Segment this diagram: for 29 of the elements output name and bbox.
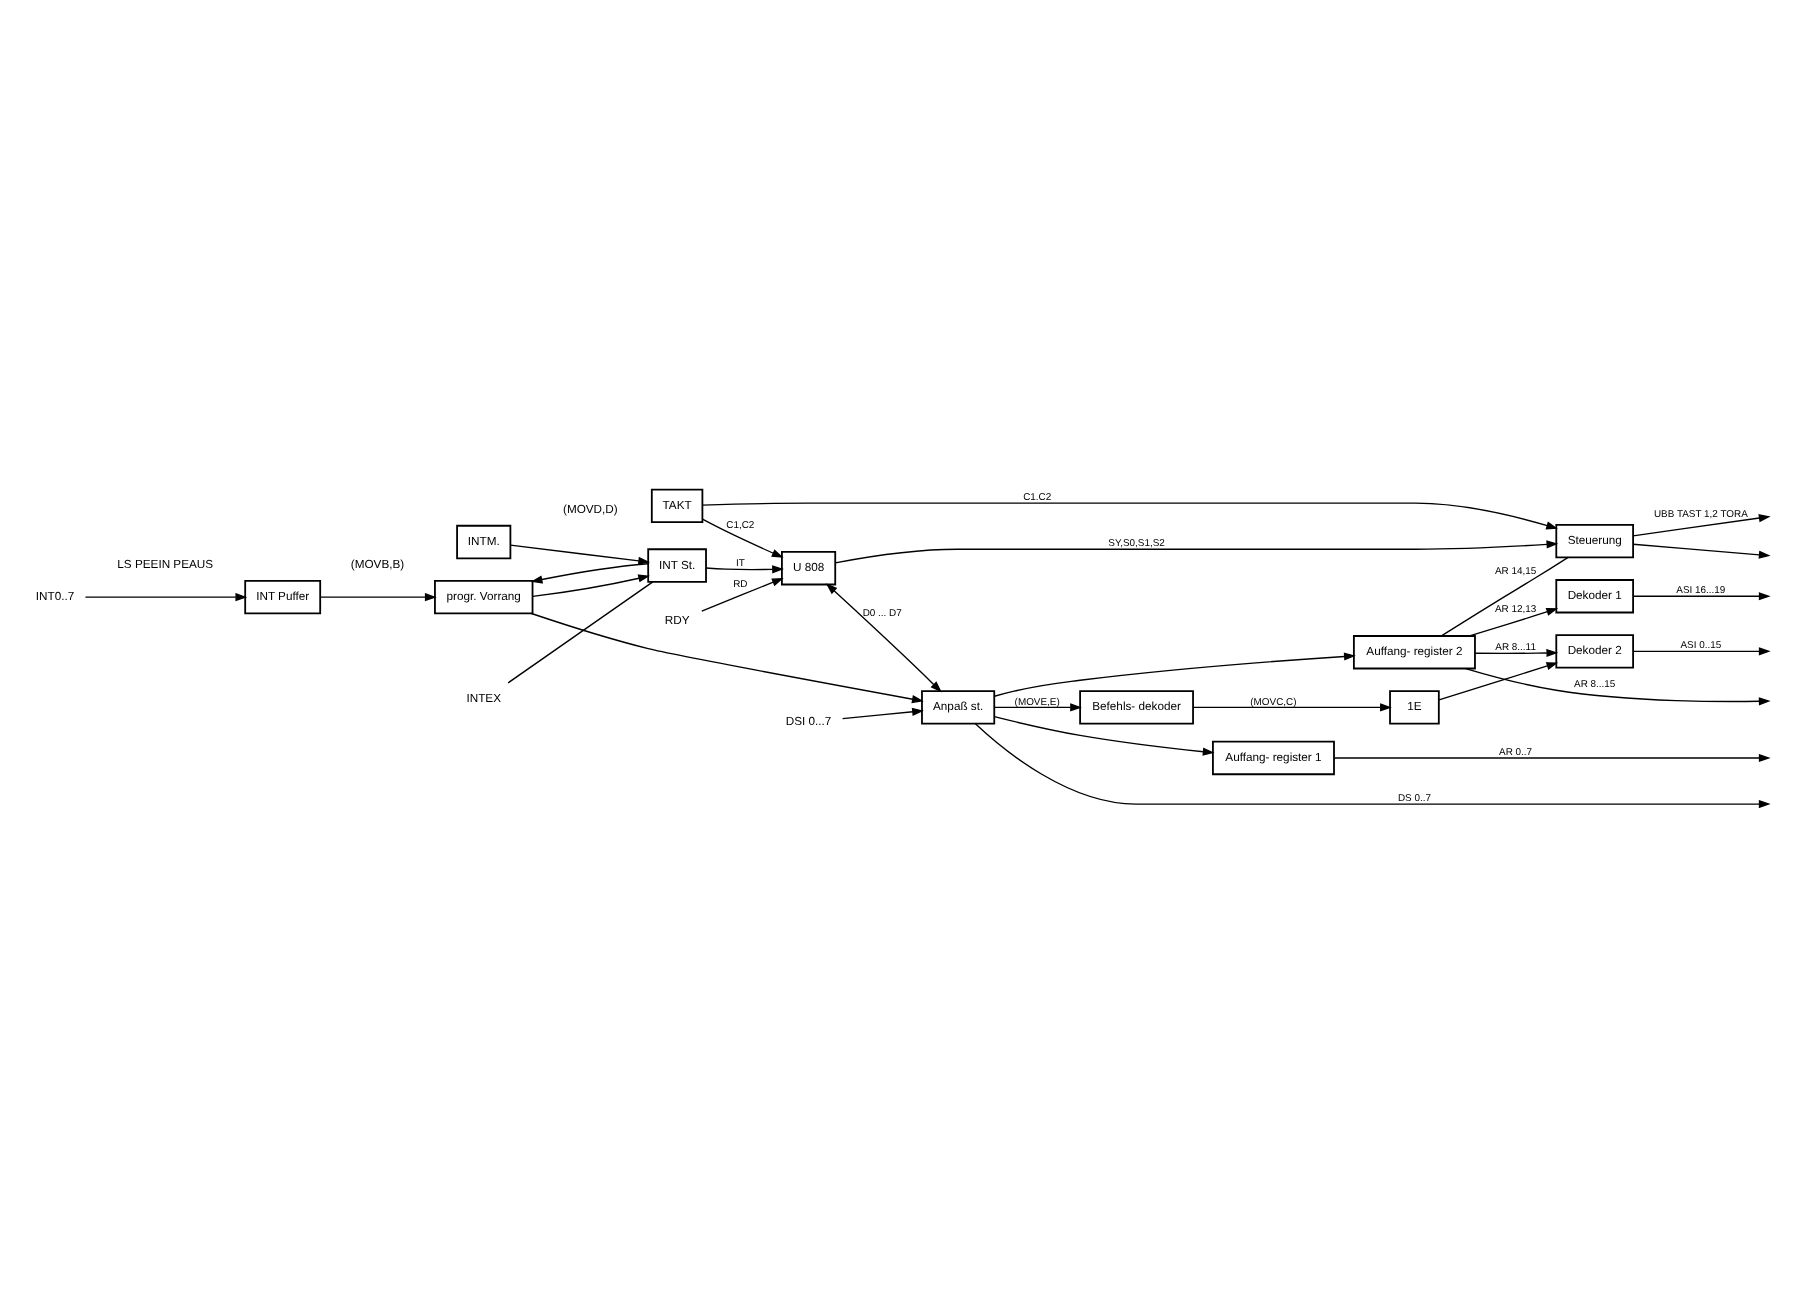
arrow <box>532 573 651 597</box>
arrow <box>993 714 1215 755</box>
arrow <box>319 592 437 601</box>
arrow <box>84 592 248 601</box>
arrow <box>841 706 924 719</box>
arrow <box>1474 647 1559 657</box>
arrow <box>705 564 784 573</box>
arrow <box>1465 666 1771 705</box>
arrow <box>509 543 651 564</box>
arrow <box>530 611 924 703</box>
arrow <box>1468 606 1559 636</box>
arrow <box>1632 513 1771 536</box>
arrow <box>1192 702 1392 711</box>
arrow <box>834 539 1559 563</box>
arrow <box>1632 646 1771 655</box>
arrow <box>825 582 942 692</box>
arrow <box>1438 661 1559 700</box>
arrow <box>993 651 1356 696</box>
arrow <box>1632 542 1771 558</box>
connector <box>507 580 654 683</box>
arrow <box>701 517 784 557</box>
arrow <box>701 576 784 611</box>
arrow <box>701 501 1558 529</box>
arrow <box>530 562 649 583</box>
connector <box>1440 555 1569 636</box>
arrow <box>974 722 1771 807</box>
arrow <box>993 702 1082 711</box>
arrow <box>1333 752 1771 762</box>
arrow <box>1632 591 1771 600</box>
